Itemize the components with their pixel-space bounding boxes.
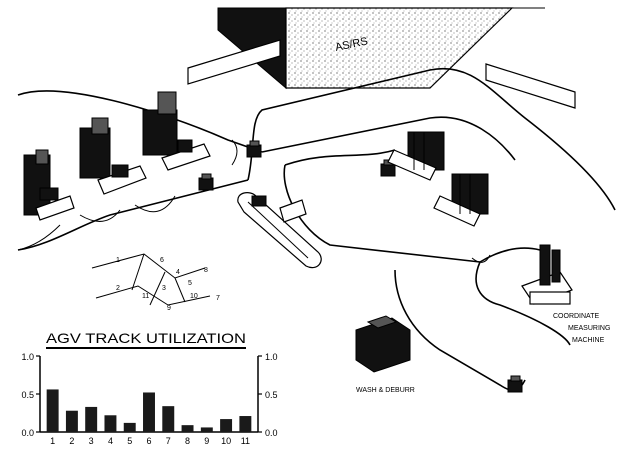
segment-label: 8 bbox=[204, 267, 208, 274]
x-tick-label: 6 bbox=[146, 436, 151, 446]
pallet-machine-1 bbox=[388, 132, 444, 180]
x-tick-label: 8 bbox=[185, 436, 190, 446]
segment-label: 2 bbox=[116, 285, 120, 292]
x-tick-label: 9 bbox=[204, 436, 209, 446]
y-tick-label: 0.0 bbox=[265, 428, 278, 438]
asrs-building: AS/RS bbox=[188, 8, 575, 108]
pallet-machine-2 bbox=[434, 174, 488, 226]
x-tick-label: 5 bbox=[127, 436, 132, 446]
bar bbox=[66, 411, 78, 432]
x-tick-label: 2 bbox=[69, 436, 74, 446]
x-tick-label: 4 bbox=[108, 436, 113, 446]
bar bbox=[162, 406, 174, 432]
segment-label: 4 bbox=[176, 269, 180, 276]
chart-title: AGV TRACK UTILIZATION bbox=[46, 330, 246, 346]
y-tick-label: 0.5 bbox=[265, 390, 278, 400]
machine-tool-1 bbox=[24, 150, 74, 220]
segment-label: 6 bbox=[160, 257, 164, 264]
wash-deburr-station: WASH & DEBURR bbox=[356, 316, 415, 394]
agv-vehicle bbox=[199, 174, 213, 190]
x-tick-label: 1 bbox=[50, 436, 55, 446]
machine-tool-2 bbox=[80, 118, 146, 194]
segment-label: 1 bbox=[116, 257, 120, 264]
cmm-label-line3: MACHINE bbox=[572, 337, 605, 344]
bar bbox=[220, 419, 232, 432]
y-tick-label: 1.0 bbox=[265, 352, 278, 362]
bar bbox=[85, 407, 97, 432]
cmm-label-line1: COORDINATE bbox=[553, 313, 599, 320]
cmm-label-line2: MEASURING bbox=[568, 325, 610, 332]
y-tick-label: 0.0 bbox=[21, 428, 34, 438]
agv-vehicle bbox=[508, 376, 522, 392]
bar bbox=[201, 427, 213, 432]
segment-label: 11 bbox=[142, 293, 149, 300]
y-tick-label: 1.0 bbox=[21, 352, 34, 362]
wash-deburr-label: WASH & DEBURR bbox=[356, 387, 415, 394]
bar bbox=[182, 425, 194, 432]
track-segment-map: 1 2 3 4 5 6 7 8 9 10 11 bbox=[92, 254, 220, 312]
coordinate-measuring-machine: COORDINATE MEASURING MACHINE bbox=[522, 245, 610, 344]
agv-track-utilization-chart: AGV TRACK UTILIZATION 1.0 1.0 0.5 0.5 0.0 0.0… bbox=[21, 330, 277, 446]
x-tick-label: 7 bbox=[166, 436, 171, 446]
x-tick-label: 10 bbox=[221, 436, 231, 446]
bar bbox=[124, 423, 136, 432]
agv-vehicle bbox=[247, 141, 261, 157]
chart-bars bbox=[47, 389, 252, 432]
segment-label: 10 bbox=[190, 293, 198, 300]
x-tick-label: 11 bbox=[241, 436, 250, 446]
y-tick-label: 0.5 bbox=[21, 390, 34, 400]
segment-label: 5 bbox=[188, 280, 192, 287]
segment-label: 7 bbox=[216, 295, 220, 302]
segment-label: 3 bbox=[162, 285, 166, 292]
machine-tool-3 bbox=[143, 92, 210, 170]
bar bbox=[239, 416, 251, 432]
segment-label: 9 bbox=[167, 305, 171, 312]
bar bbox=[104, 415, 116, 432]
x-tick-label: 3 bbox=[89, 436, 94, 446]
bar bbox=[47, 389, 59, 432]
bar bbox=[143, 392, 155, 432]
